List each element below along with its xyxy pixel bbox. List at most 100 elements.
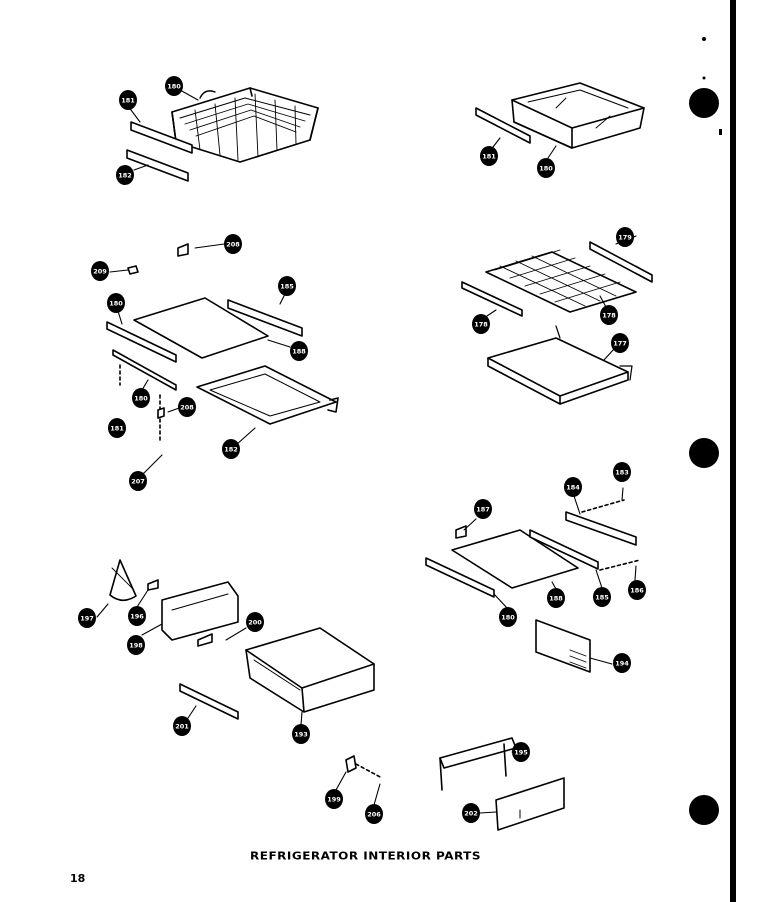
wire-shelf [485,249,637,313]
callout-182a: 182 [116,165,134,185]
svg-text:178: 178 [602,312,616,320]
scan-specks [702,37,722,135]
light-fixture [109,559,137,602]
page-number: 18 [70,872,86,885]
pan-drawer-assembly [511,82,645,149]
callout-180d: 180 [132,388,150,408]
svg-text:180: 180 [501,614,515,622]
drawer-slide-cover [161,581,239,641]
svg-text:185: 185 [595,594,609,602]
callout-179a: 179 [616,227,634,247]
shelf-clips-screws [119,243,189,441]
wire-basket-assembly [171,87,319,163]
svg-text:181: 181 [110,425,124,433]
svg-text:182: 182 [224,446,238,454]
svg-text:180: 180 [134,395,148,403]
callout-194a: 194 [613,653,631,673]
svg-text:186: 186 [630,587,644,595]
lower-shelf-hardware [455,499,641,571]
callout-206a: 206 [365,804,383,824]
svg-text:196: 196 [130,613,144,621]
svg-text:194: 194 [615,660,629,668]
callout-183a: 183 [613,462,631,482]
basket-rail-lower [126,149,189,182]
callout-181c: 181 [108,418,126,438]
crisper-rail [179,683,239,720]
small-brackets [147,579,383,779]
lower-shelf-front-rail [425,557,495,598]
callout-188a: 188 [290,341,308,361]
callout-badges: 181 180 182 181 180 209 208 180 185 188 … [78,76,646,824]
meat-keeper-bracket [439,737,517,791]
callout-200a: 200 [246,612,264,632]
lower-shelf-rear-rail [529,529,599,570]
svg-text:198: 198 [129,642,143,650]
svg-text:208: 208 [180,404,194,412]
callout-184a: 184 [564,477,582,497]
svg-text:188: 188 [292,348,306,356]
callout-180b: 180 [537,158,555,178]
callout-180c: 180 [107,293,125,313]
callout-208a: 208 [224,234,242,254]
wire-shelf-rail-left [461,281,523,317]
svg-text:180: 180 [109,300,123,308]
callout-187a: 187 [474,499,492,519]
svg-text:195: 195 [514,749,528,757]
shelf-front-rail [106,321,177,363]
svg-text:207: 207 [131,478,145,486]
svg-text:185: 185 [280,283,294,291]
svg-text:181: 181 [121,97,135,105]
callout-188b: 188 [547,588,565,608]
callout-209a: 209 [91,261,109,281]
shelf-pan [487,325,633,405]
glass-shelf [133,297,269,359]
svg-text:206: 206 [367,811,381,819]
callout-181b: 181 [480,146,498,166]
callout-207a: 207 [129,471,147,491]
basket-rail-upper [130,121,193,154]
control-cover [535,619,591,673]
callout-186a: 186 [628,580,646,600]
callout-199a: 199 [325,789,343,809]
svg-text:187: 187 [476,506,490,514]
svg-text:180: 180 [539,165,553,173]
page-title: REFRIGERATOR INTERIOR PARTS [250,849,482,863]
callout-201a: 201 [173,716,191,736]
svg-text:200: 200 [248,619,262,627]
callout-197a: 197 [78,608,96,628]
callout-180e: 180 [499,607,517,627]
svg-text:180: 180 [167,83,181,91]
binder-hole-1 [689,88,719,118]
binder-hole-2 [689,438,719,468]
svg-text:197: 197 [80,615,94,623]
callout-178a: 178 [472,314,490,334]
callout-198a: 198 [127,635,145,655]
binder-hole-3 [689,795,719,825]
callout-181a: 181 [119,90,137,110]
callout-177a: 177 [611,333,629,353]
callout-196a: 196 [128,606,146,626]
callout-178b: 178 [600,305,618,325]
callout-202a: 202 [462,803,480,823]
svg-text:199: 199 [327,796,341,804]
svg-text:208: 208 [226,241,240,249]
svg-text:201: 201 [175,723,189,731]
svg-text:182: 182 [118,172,132,180]
callout-208b: 208 [178,397,196,417]
svg-text:178: 178 [474,321,488,329]
svg-text:209: 209 [93,268,107,276]
crisper-drawer [245,627,375,713]
svg-text:202: 202 [464,810,478,818]
binding-edge [730,0,736,902]
shelf-rear-rail [227,299,303,337]
svg-text:179: 179 [618,234,632,242]
lower-glass-shelf [451,529,579,589]
shelf-frame [196,365,339,425]
callout-195a: 195 [512,742,530,762]
svg-text:188: 188 [549,595,563,603]
lower-shelf-side-rail [565,511,637,546]
pan-rail [475,107,531,144]
callout-180a: 180 [165,76,183,96]
svg-text:193: 193 [294,731,308,739]
callout-182b: 182 [222,439,240,459]
